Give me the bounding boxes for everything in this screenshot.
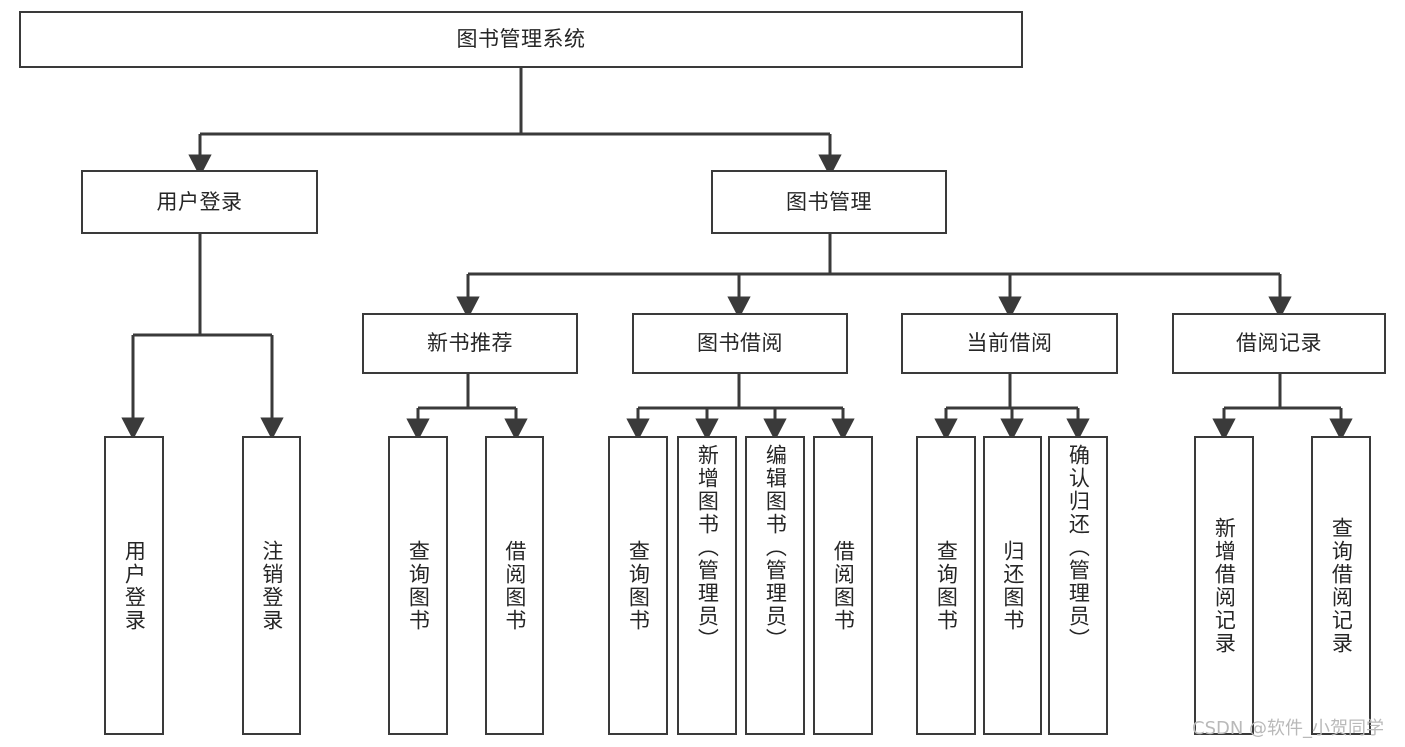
leaf-return-book-label: 归还图书 bbox=[1000, 539, 1025, 632]
leaf-edit-book-admin[interactable]: 编辑图书（管理员） bbox=[745, 436, 805, 735]
leaf-add-book-admin-label: 新增图书（管理员） bbox=[695, 444, 720, 651]
leaf-query-book-2[interactable]: 查询图书 bbox=[608, 436, 668, 735]
node-new-book-recommend[interactable]: 新书推荐 bbox=[362, 313, 578, 374]
leaf-return-book[interactable]: 归还图书 bbox=[983, 436, 1042, 735]
node-new-book-recommend-label: 新书推荐 bbox=[427, 331, 513, 356]
leaf-query-borrow-record-label: 查询借阅记录 bbox=[1329, 516, 1354, 655]
node-current-borrow-label: 当前借阅 bbox=[966, 331, 1053, 356]
leaf-logout[interactable]: 注销登录 bbox=[242, 436, 301, 735]
leaf-borrow-book-2[interactable]: 借阅图书 bbox=[813, 436, 873, 735]
leaf-query-book-3-label: 查询图书 bbox=[934, 539, 959, 632]
leaf-confirm-return-admin[interactable]: 确认归还（管理员） bbox=[1048, 436, 1108, 735]
node-book-management[interactable]: 图书管理 bbox=[711, 170, 947, 234]
node-borrow-records-label: 借阅记录 bbox=[1236, 331, 1322, 356]
leaf-user-login-label: 用户登录 bbox=[122, 539, 147, 632]
node-user-login-label: 用户登录 bbox=[156, 189, 243, 214]
node-user-login[interactable]: 用户登录 bbox=[81, 170, 318, 234]
csdn-watermark: CSDN @软件_小贺同学 bbox=[1192, 718, 1385, 739]
node-current-borrow[interactable]: 当前借阅 bbox=[901, 313, 1118, 374]
leaf-borrow-book-2-label: 借阅图书 bbox=[831, 539, 856, 632]
leaf-borrow-book-1[interactable]: 借阅图书 bbox=[485, 436, 544, 735]
node-root[interactable]: 图书管理系统 bbox=[19, 11, 1023, 68]
node-borrow-records[interactable]: 借阅记录 bbox=[1172, 313, 1386, 374]
leaf-add-borrow-record-label: 新增借阅记录 bbox=[1212, 516, 1237, 655]
leaf-borrow-book-1-label: 借阅图书 bbox=[502, 539, 527, 632]
node-book-borrow[interactable]: 图书借阅 bbox=[632, 313, 848, 374]
leaf-add-book-admin[interactable]: 新增图书（管理员） bbox=[677, 436, 737, 735]
leaf-query-borrow-record[interactable]: 查询借阅记录 bbox=[1311, 436, 1371, 735]
leaf-query-book-3[interactable]: 查询图书 bbox=[916, 436, 976, 735]
leaf-edit-book-admin-label: 编辑图书（管理员） bbox=[763, 444, 788, 651]
leaf-confirm-return-admin-label: 确认归还（管理员） bbox=[1066, 444, 1091, 651]
leaf-user-login[interactable]: 用户登录 bbox=[104, 436, 164, 735]
leaf-query-book-1[interactable]: 查询图书 bbox=[388, 436, 448, 735]
node-book-management-label: 图书管理 bbox=[786, 189, 872, 214]
node-root-label: 图书管理系统 bbox=[456, 27, 586, 52]
leaf-logout-label: 注销登录 bbox=[259, 539, 284, 632]
leaf-add-borrow-record[interactable]: 新增借阅记录 bbox=[1194, 436, 1254, 735]
leaf-query-book-2-label: 查询图书 bbox=[626, 539, 651, 632]
leaf-query-book-1-label: 查询图书 bbox=[406, 539, 431, 632]
node-book-borrow-label: 图书借阅 bbox=[697, 331, 783, 356]
